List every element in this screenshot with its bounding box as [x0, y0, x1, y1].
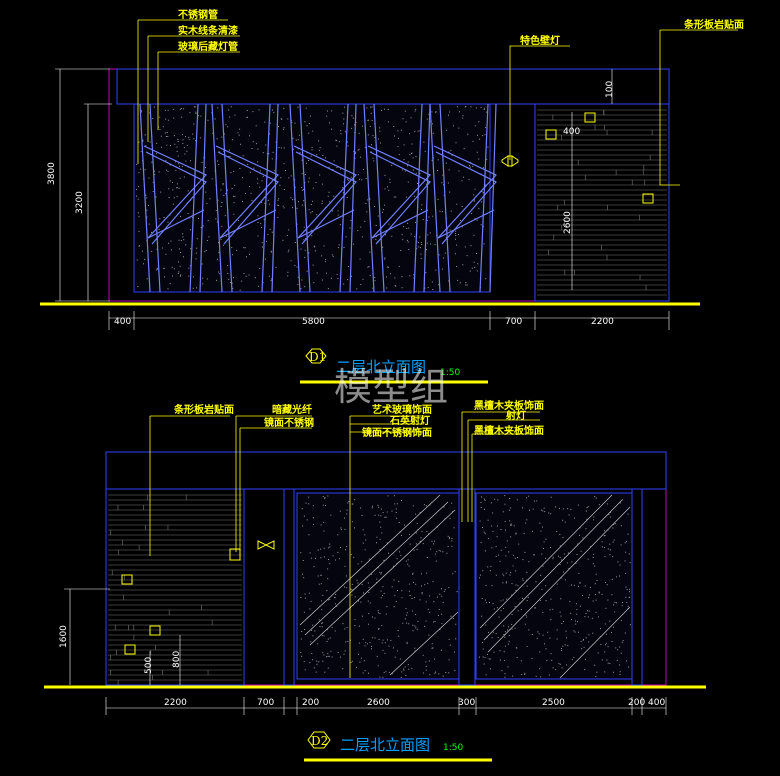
- d1-note-wall-lamp: 特色壁灯: [520, 34, 560, 47]
- d2-dim-h7: 400: [648, 698, 665, 708]
- d2-note-art-glass: 艺术玻璃饰面: [372, 403, 432, 416]
- d1-dim-h3: 2200: [591, 317, 614, 327]
- d1-dim-h1: 5800: [302, 317, 325, 327]
- d1-dim-400: 400: [563, 127, 580, 137]
- d2-slate-cladding: [105, 488, 245, 686]
- d1-tag: D1: [309, 350, 326, 364]
- d1-note-hidden-light: 玻璃后藏灯管: [178, 40, 238, 53]
- d1-note-wood-strips: 实木线条清漆: [178, 24, 238, 37]
- d2-ceiling-band: [105, 451, 667, 490]
- watermark: 模型组: [334, 365, 448, 409]
- d1-scale: 1:50: [440, 368, 460, 378]
- d2-note-ebony-1: 黑檀木夹板饰面: [474, 399, 544, 412]
- d1-speckle-texture: [136, 106, 489, 291]
- d1-dim-3800: 3800: [47, 162, 57, 185]
- d2-dim-h6: 200: [628, 698, 645, 708]
- d2-dim-h2: 200: [302, 698, 319, 708]
- d2-speckle-texture: [300, 495, 631, 678]
- d2-frame-posts: [243, 488, 643, 686]
- d1-tag-hex: [305, 348, 327, 364]
- d1-title: 二层北立面图: [336, 358, 426, 376]
- d2-tag: D2: [311, 734, 328, 748]
- d2-dim-1600: 1600: [59, 625, 69, 648]
- d1-vertical-dimensions: [55, 68, 613, 302]
- d2-note-slate: 条形板岩贴面: [173, 403, 234, 416]
- d1-note-slate: 条形板岩贴面: [683, 18, 744, 31]
- d1-glass-wall: [133, 103, 491, 293]
- d2-glass-right: [475, 492, 633, 680]
- d1-dim-2600: 2600: [563, 211, 573, 234]
- d1-dim-h0: 400: [114, 317, 131, 327]
- d2-note-mirror-steel: 镜面不锈钢: [264, 416, 314, 429]
- d2-dim-500: 500: [144, 657, 154, 674]
- d2-note-spotlight: 射灯: [505, 409, 526, 422]
- d2-note-quartz-light: 石英射灯: [389, 414, 430, 427]
- d1-slate-hatch: [537, 109, 667, 296]
- d2-note-fiber: 暗藏光纤: [272, 403, 312, 416]
- d2-dim-h5: 2500: [542, 698, 565, 708]
- elevation-d1: 3800 3200 100 400 2600 400 5800 700 2200…: [40, 8, 744, 384]
- d2-dim-h1: 700: [257, 698, 274, 708]
- d1-leaders: [137, 19, 738, 186]
- d2-note-mirror-steel-finish: 镜面不锈钢饰面: [362, 426, 432, 439]
- elevation-d2: 1600 500 800 2200 700 200 2600 300 2500 …: [44, 399, 706, 762]
- d2-note-ebony-2: 黑檀木夹板饰面: [474, 424, 544, 437]
- d2-title: 二层北立面图: [340, 736, 430, 754]
- d2-dim-800: 800: [172, 651, 182, 668]
- d1-wood-frames: [139, 103, 497, 293]
- d2-fixtures: [121, 540, 275, 655]
- d2-vertical-dimensions: [64, 588, 181, 685]
- d2-glass-left: [296, 492, 460, 680]
- d2-glass-diagonals: [299, 494, 631, 679]
- d1-fixture-a: [545, 112, 654, 204]
- d2-dim-h4: 300: [458, 698, 475, 708]
- d2-leaders: [149, 411, 540, 678]
- d1-horizontal-dimensions: [108, 311, 670, 330]
- d2-scale: 1:50: [443, 743, 463, 753]
- d1-note-stainless-pipe: 不锈钢管: [178, 8, 218, 21]
- d1-dim-3200: 3200: [75, 191, 85, 214]
- d1-dim-h2: 700: [505, 317, 522, 327]
- d2-horizontal-dimensions: [105, 697, 667, 715]
- d2-dim-h0: 2200: [164, 698, 187, 708]
- d2-tag-hex: [307, 731, 331, 749]
- d2-dim-h3: 2600: [367, 698, 390, 708]
- d1-dim-100: 100: [605, 81, 615, 98]
